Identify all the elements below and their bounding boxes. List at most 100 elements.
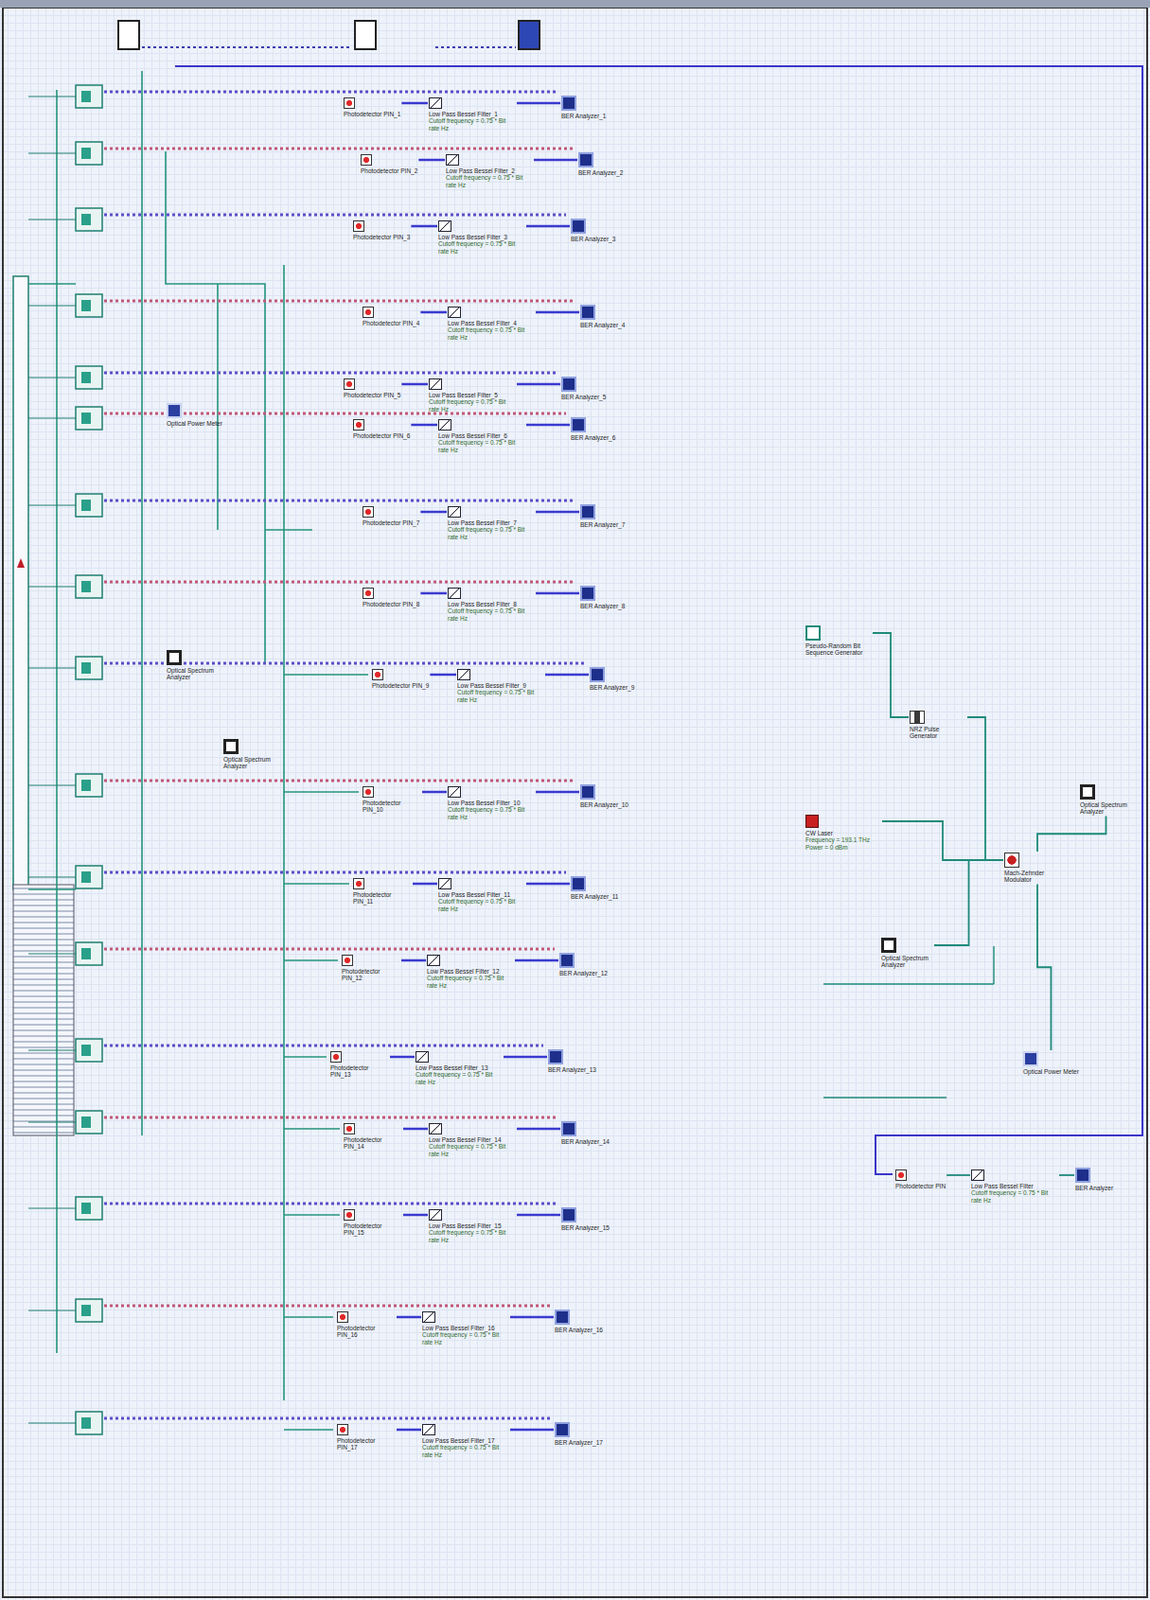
ber-analyzer-icon (580, 504, 596, 520)
top-dashes (141, 47, 516, 67)
demux-port (75, 406, 103, 430)
filter: Low Pass Bessel Filter_6Cutoff frequency… (437, 418, 527, 455)
filter: Low Pass Bessel Filter_10Cutoff frequenc… (446, 785, 536, 822)
component-label: BER Analyzer_5 (561, 393, 606, 401)
parameter-text: Cutoff frequency = 0.75 * Bit rate Hz (971, 1189, 1059, 1204)
parameter-text: Cutoff frequency = 0.75 * Bit rate Hz (447, 326, 535, 341)
demux-wire (28, 1121, 76, 1123)
ber-analyzer: BER Analyzer_13 (547, 1048, 598, 1075)
parameter-text: Cutoff frequency = 0.75 * Bit rate Hz (447, 607, 535, 622)
right-cluster-wires (823, 946, 994, 1098)
ber-analyzer: BER Analyzer_3 (569, 217, 617, 244)
demux-port (75, 366, 103, 390)
ber-analyzer: BER Analyzer_12 (558, 952, 609, 978)
component-label: Photodetector PIN_12 (341, 968, 401, 983)
component-label: BER Analyzer_6 (570, 434, 616, 442)
component-label: Low Pass Bessel Filter_8 (447, 601, 535, 608)
ber-analyzer-icon (561, 376, 577, 392)
filter-icon (438, 220, 452, 232)
signal-wire (422, 791, 447, 795)
ber-analyzer: BER Analyzer_9 (588, 666, 636, 692)
photodetector-icon (336, 1424, 349, 1436)
component-label: Photodetector PIN_5 (343, 391, 401, 399)
filter: Low Pass Bessel Filter_9Cutoff frequency… (456, 668, 546, 705)
power-meter-icon (166, 403, 182, 419)
signal-wire (503, 1056, 548, 1060)
filter-icon (422, 1424, 436, 1436)
ber-analyzer-icon (580, 585, 596, 602)
spectrum-analyzer: Optical Spectrum Analyzer (165, 649, 220, 683)
component-label: Low Pass Bessel Filter_3 (438, 233, 526, 241)
filter: Low Pass Bessel Filter_2Cutoff frequency… (444, 153, 534, 190)
spectrum-analyzer-icon (881, 937, 897, 954)
component-label: BER Analyzer_4 (580, 321, 625, 329)
component-label: Low Pass Bessel Filter_10 (447, 799, 535, 807)
component-label: Low Pass Bessel Filter_15 (428, 1222, 516, 1230)
component-label: Photodetector PIN_7 (362, 519, 420, 527)
parameter-text: Cutoff frequency = 0.75 * Bit rate Hz (438, 439, 526, 454)
component-label: NRZ Pulse Generator (909, 725, 967, 741)
port-mark (81, 662, 91, 674)
component-label: Photodetector PIN_6 (353, 432, 410, 440)
signal-wire (412, 883, 438, 886)
photodetector: Photodetector PIN_2 (359, 153, 419, 176)
demux-port (75, 1039, 103, 1062)
ber-analyzer-icon (548, 1049, 564, 1065)
parameter-text: Cutoff frequency = 0.75 * Bit rate Hz (457, 689, 545, 704)
photodetector: Photodetector PIN_7 (361, 505, 421, 528)
filter: Low Pass Bessel FilterCutoff frequency =… (970, 1168, 1060, 1205)
parameter-text: Cutoff frequency = 0.75 * Bit rate Hz (422, 1444, 510, 1459)
spectrum-analyzer-icon (1079, 784, 1096, 800)
port-mark (81, 300, 91, 312)
port-mark (81, 871, 91, 884)
photodetector: Photodetector PIN_12 (340, 954, 402, 984)
optical-link (104, 147, 574, 151)
signal-wire (389, 1056, 415, 1060)
optical-link (104, 1305, 550, 1309)
ber-analyzer-icon (559, 953, 575, 969)
photodetector: Photodetector PIN_10 (361, 785, 423, 815)
component-label: Photodetector PIN_11 (353, 891, 412, 906)
filter-icon (447, 306, 461, 319)
filter-icon (445, 154, 460, 166)
filter-icon (422, 1311, 436, 1324)
filter: Low Pass Bessel Filter_13Cutoff frequenc… (414, 1050, 504, 1087)
filter: Low Pass Bessel Filter_7Cutoff frequency… (446, 505, 536, 542)
demux-wire (28, 585, 76, 587)
photodetector: Photodetector PIN_15 (342, 1208, 404, 1239)
filter-icon (457, 669, 471, 681)
demux-wire (28, 1207, 76, 1209)
port-mark (81, 948, 91, 960)
component-label: Low Pass Bessel Filter_13 (415, 1064, 503, 1072)
filter: Low Pass Bessel Filter_3Cutoff frequency… (437, 219, 527, 256)
photodetector: Photodetector PIN_9 (371, 668, 430, 690)
ber-analyzer: BER Analyzer_8 (579, 584, 626, 611)
parameter-text: Cutoff frequency = 0.75 * Bit rate Hz (428, 398, 516, 413)
parameter-text: Cutoff frequency = 0.75 * Bit rate Hz (438, 898, 526, 913)
filter-icon (428, 1209, 443, 1221)
component-label: BER Analyzer (1075, 1185, 1114, 1192)
ber-analyzer-icon (570, 417, 586, 433)
ber-analyzer-icon (570, 218, 586, 234)
port-mark (81, 1044, 91, 1057)
optical-link (104, 499, 576, 503)
photodetector: Photodetector PIN_16 (336, 1310, 397, 1341)
filter-icon (971, 1169, 985, 1182)
parameter-text: Cutoff frequency = 0.75 * Bit rate Hz (422, 1331, 510, 1346)
top-toolbar (0, 0, 1150, 8)
demux-wire (28, 953, 76, 955)
ber-analyzer-icon (561, 95, 577, 111)
feed-wire (283, 673, 369, 675)
signal-wire (396, 1316, 422, 1320)
power-meter: Optical Power Meter (165, 402, 224, 428)
port-mark (81, 1417, 91, 1430)
bit-generator-icon (805, 625, 821, 641)
filter: Low Pass Bessel Filter_5Cutoff frequency… (427, 377, 517, 414)
component-label: BER Analyzer_1 (561, 112, 606, 120)
photodetector: Photodetector PIN_5 (342, 377, 402, 400)
spectrum-analyzer: Optical Spectrum Analyzer (880, 937, 935, 971)
ber-analyzer: BER Analyzer_4 (579, 303, 626, 330)
photodetector-icon (353, 220, 365, 232)
signal-wire (510, 1316, 554, 1320)
signal-wire (533, 159, 578, 162)
